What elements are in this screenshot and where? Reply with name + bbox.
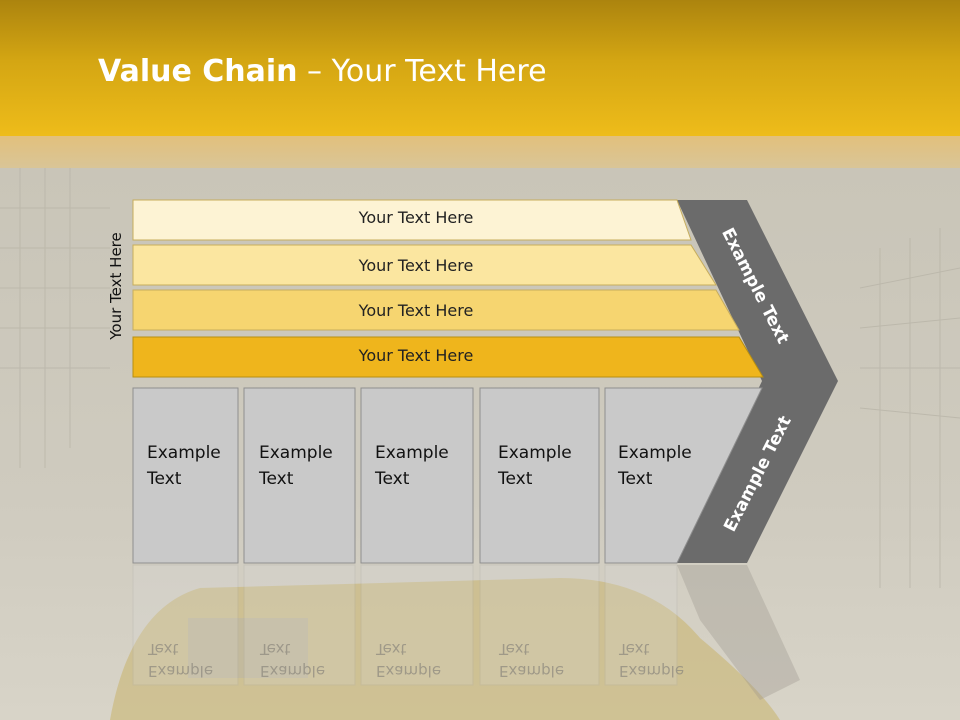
row-label-3: Your Text Here xyxy=(358,301,474,320)
title-bold: Value Chain xyxy=(98,54,298,89)
cell-reflection-3-line2: Text xyxy=(376,640,407,658)
cell-box-1 xyxy=(132,387,239,564)
cell-box-2 xyxy=(243,387,356,564)
cell-reflection-1-line1: Example xyxy=(148,662,214,680)
cell-reflection-5-line1: Example xyxy=(619,662,685,680)
side-label: Your Text Here xyxy=(107,232,125,340)
cell-label-5-line2: Text xyxy=(618,469,653,489)
chevron-arrow xyxy=(677,200,838,563)
cell-reflection-text-5: Example Text xyxy=(619,638,684,682)
cell-reflection-5-line2: Text xyxy=(619,640,650,658)
cell-reflection-1-line2: Text xyxy=(148,640,179,658)
row-label-1: Your Text Here xyxy=(358,208,474,227)
cell-label-4-line1: Example xyxy=(498,443,572,463)
cell-label-3-line1: Example xyxy=(375,443,449,463)
row-bar-1 xyxy=(132,199,692,241)
row-bar-3 xyxy=(132,289,740,331)
cell-box-4 xyxy=(479,387,600,564)
cell-label-1-line1: Example xyxy=(147,443,221,463)
slide-title: Value Chain – Your Text Here xyxy=(98,54,547,89)
row-label-2: Your Text Here xyxy=(358,256,474,275)
cells-reflection xyxy=(132,564,678,686)
cell-label-5-line1: Example xyxy=(618,443,692,463)
background-art xyxy=(0,168,960,720)
header-band xyxy=(0,136,960,168)
row-label-4: Your Text Here xyxy=(358,346,474,365)
chevron-reflection xyxy=(677,565,800,700)
cell-box-5 xyxy=(604,387,763,564)
cell-label-4-line2: Text xyxy=(498,469,533,489)
cell-reflection-text-1: Example Text xyxy=(148,638,213,682)
cell-reflection-text-3: Example Text xyxy=(376,638,441,682)
cell-label-2-line2: Text xyxy=(259,469,294,489)
row-bar-2 xyxy=(132,244,717,286)
cell-reflection-text-4: Example Text xyxy=(499,638,564,682)
cell-reflection-2-line2: Text xyxy=(260,640,291,658)
cell-label-3-line2: Text xyxy=(375,469,410,489)
header-bar xyxy=(0,0,960,136)
cell-reflection-text-2: Example Text xyxy=(260,638,325,682)
cell-label-1-line2: Text xyxy=(147,469,182,489)
cell-reflection-4-line1: Example xyxy=(499,662,565,680)
title-rest: – Your Text Here xyxy=(297,54,547,89)
cell-box-3 xyxy=(360,387,474,564)
row-bar-4 xyxy=(132,336,764,378)
cell-label-2-line1: Example xyxy=(259,443,333,463)
cell-reflection-4-line2: Text xyxy=(499,640,530,658)
cell-reflection-3-line1: Example xyxy=(376,662,442,680)
cell-reflection-2-line1: Example xyxy=(260,662,326,680)
